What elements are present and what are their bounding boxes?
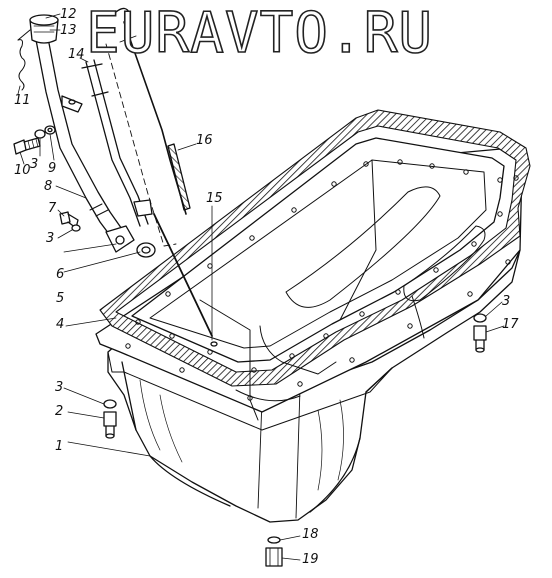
bolt-10	[13, 137, 41, 155]
callout-label-3-bolt10: 3	[30, 157, 39, 172]
flange-bolt-holes	[125, 159, 519, 401]
callout-label-3-bolt7: 3	[46, 231, 55, 246]
dipstick	[105, 7, 218, 347]
callout-label-14: 14	[68, 47, 85, 62]
callout-label-5: 5	[56, 291, 65, 306]
callout-label-13: 13	[60, 23, 77, 38]
callout-label-1: 1	[55, 439, 64, 454]
callout-label-3-left: 3	[55, 380, 64, 395]
callout-label-10: 10	[14, 163, 31, 178]
callout-label-8: 8	[44, 179, 53, 194]
callout-label-4: 4	[56, 317, 65, 332]
bolt-2	[103, 399, 117, 439]
washer-3a	[34, 129, 46, 139]
gasket	[99, 109, 531, 387]
drain-plug	[265, 536, 283, 567]
callout-label-6: 6	[56, 267, 65, 282]
callout-label-2: 2	[55, 404, 64, 419]
callout-label-7: 7	[48, 201, 57, 216]
retaining-chain	[17, 29, 31, 91]
callout-label-9: 9	[48, 161, 57, 176]
callout-label-19: 19	[302, 552, 319, 567]
bolt-17	[473, 313, 487, 353]
callout-label-11: 11	[14, 93, 31, 108]
leader-lines	[17, 13, 505, 561]
pan-interior	[149, 159, 487, 421]
breather-tube	[81, 59, 153, 227]
callout-label-15: 15	[206, 191, 223, 206]
tube-flange	[105, 225, 156, 258]
callout-label-12: 12	[60, 7, 77, 22]
callout-label-3-right: 3	[502, 294, 511, 309]
callout-label-17: 17	[502, 317, 519, 332]
callout-label-18: 18	[302, 527, 319, 542]
pan-cavity-rim	[131, 137, 505, 363]
washer-9	[44, 125, 56, 135]
watermark-text: EURAVTO.RU	[85, 1, 434, 66]
callout-label-16: 16	[196, 133, 213, 148]
dipstick-tube	[29, 14, 125, 239]
